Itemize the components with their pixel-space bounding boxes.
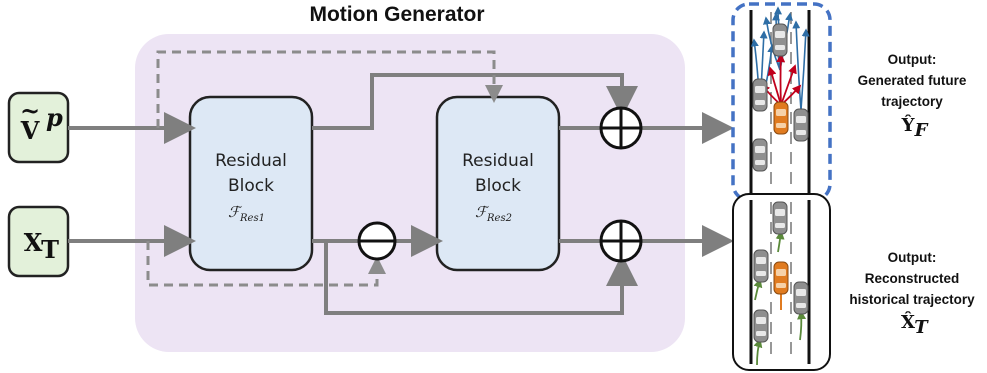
- car-icon: [793, 108, 809, 142]
- future-trajectory-panel: [731, 2, 832, 202]
- car-icon: [793, 281, 809, 315]
- ego-car-icon: [773, 261, 789, 295]
- car-icon: [772, 201, 788, 235]
- sum-operator-bottom: [599, 219, 643, 263]
- input-v-box: V ~ p: [7, 91, 70, 164]
- input-v-superscript: p: [46, 103, 63, 132]
- car-icon: [753, 309, 769, 343]
- block1-line2: Block: [228, 176, 274, 196]
- output1-line1: Output:: [888, 52, 937, 67]
- output1-line3: trajectory: [881, 94, 943, 109]
- output2-line1: Output:: [888, 250, 937, 265]
- output2-line3: historical trajectory: [849, 292, 975, 307]
- car-icon: [772, 23, 788, 57]
- block1-line1: Residual: [215, 151, 287, 171]
- input-v-symbol: V: [20, 116, 40, 145]
- output1-symbol: Ŷ: [901, 113, 916, 136]
- flow-lines: [68, 73, 734, 315]
- history-trajectory-panel: [732, 193, 831, 371]
- block2-line1: Residual: [462, 151, 534, 171]
- input-v-accent: ~: [20, 96, 40, 125]
- output2-line2: Reconstructed: [865, 271, 960, 286]
- dashed-lines: [146, 50, 503, 287]
- output1-line2: Generated future: [858, 73, 967, 88]
- car-icon: [752, 78, 768, 112]
- block2-func: ℱ: [475, 203, 490, 221]
- input-x-box: X T: [7, 205, 70, 278]
- residual-block-2: Residual Block ℱ Res2: [435, 95, 561, 272]
- car-icon: [753, 249, 769, 283]
- output1-symbol-sub: F: [914, 120, 929, 141]
- input-x-subscript: T: [41, 235, 59, 264]
- diagram-title: Motion Generator: [309, 3, 484, 26]
- block1-func-sub: Res1: [239, 213, 265, 224]
- car-icon: [752, 138, 768, 172]
- block1-func: ℱ: [228, 203, 243, 221]
- residual-block-1: Residual Block ℱ Res1: [188, 95, 314, 272]
- output2-symbol-sub: T: [914, 317, 929, 338]
- sum-operator-top: [599, 106, 643, 150]
- output2-symbol: X̂: [901, 311, 915, 333]
- block2-func-sub: Res2: [486, 213, 512, 224]
- ego-car-icon: [773, 101, 789, 135]
- subtract-operator: [357, 221, 397, 261]
- block2-line2: Block: [475, 176, 521, 196]
- input-x-symbol: X: [24, 228, 43, 257]
- output-label-history: Output: Reconstructed historical traject…: [849, 250, 975, 338]
- output-label-future: Output: Generated future trajectory Ŷ F: [858, 52, 967, 141]
